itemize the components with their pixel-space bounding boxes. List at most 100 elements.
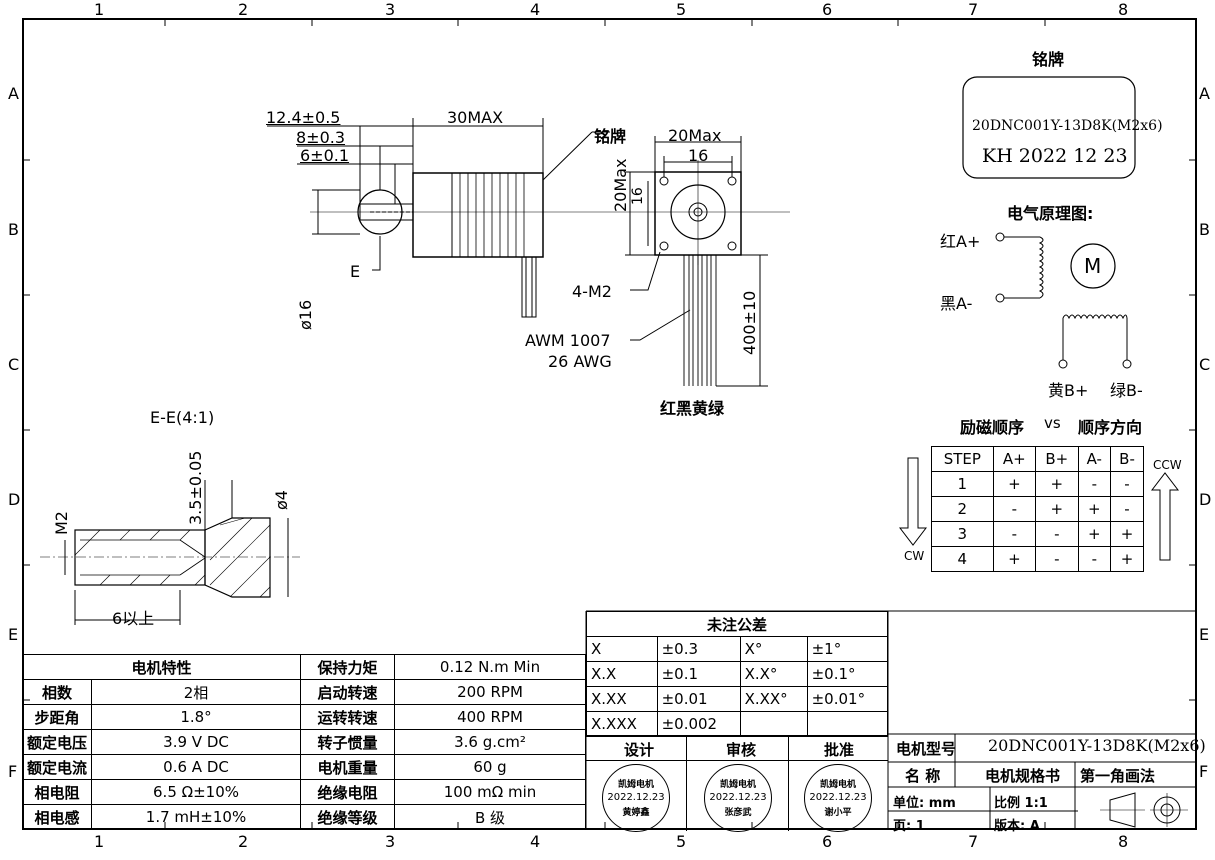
spec-key: 相电阻 <box>21 779 93 805</box>
terminal-a-minus: 黑A- <box>940 294 973 313</box>
terminal-a-plus: 红A+ <box>940 232 981 251</box>
sequence-cell: + <box>1110 546 1144 572</box>
tolerance-heading: 未注公差 <box>586 611 888 637</box>
page-label: 页: 1 <box>893 819 925 834</box>
spec-value: 1.7 mH±10% <box>91 804 302 830</box>
sequence-cell: + <box>1035 496 1079 522</box>
section-mark-e: E <box>350 262 361 281</box>
spec-value: 3.9 V DC <box>91 729 302 755</box>
dim-shaft-total: 12.4±0.5 <box>266 108 341 127</box>
terminal-b-plus: 黄B+ <box>1048 381 1089 400</box>
tolerance-cell <box>806 711 889 737</box>
sequence-cell: + <box>1077 521 1112 547</box>
spec-key: 转子惯量 <box>300 729 396 755</box>
sequence-heading-right: 顺序方向 <box>1078 418 1143 437</box>
zone-col-bottom-6: 6 <box>822 832 833 851</box>
name-value: 电机规格书 <box>985 767 1061 785</box>
spec-key: 额定电流 <box>21 754 93 780</box>
spec-key: 相电感 <box>21 804 93 830</box>
zone-row-left-E: E <box>8 625 19 644</box>
sequence-row: 3--++ <box>931 521 1144 547</box>
zone-col-top-8: 8 <box>1118 0 1129 19</box>
model-value: 20DNC001Y-13D8K(M2x6) <box>988 736 1206 755</box>
tolerance-cell: X.XXX <box>586 711 658 737</box>
spec-value: 3.6 g.cm² <box>394 729 586 755</box>
section-dim-6: 6以上 <box>112 609 155 628</box>
sequence-row: 1++-- <box>931 471 1144 497</box>
front-height-16: 16 <box>630 187 646 205</box>
sequence-cell: 1 <box>931 471 994 497</box>
sequence-cell: + <box>992 471 1037 497</box>
tolerance-cell: X <box>586 636 658 662</box>
diameter-16: ø16 <box>296 299 315 330</box>
sequence-cell: 3 <box>931 521 994 547</box>
screw-spec: 4-M2 <box>572 282 612 301</box>
approve-label: 批准 <box>824 741 855 759</box>
section-title: E-E(4:1) <box>150 408 215 427</box>
projection-label: 第一角画法 <box>1080 767 1156 785</box>
scale-label: 比例 1:1 <box>994 796 1048 811</box>
sequence-cell: + <box>1077 496 1112 522</box>
wire-colors: 红黑黄绿 <box>660 399 725 418</box>
tolerance-cell: X.XX <box>586 686 658 712</box>
dim-6: 6±0.1 <box>300 146 350 165</box>
sequence-cell: 4 <box>931 546 994 572</box>
sequence-cell: - <box>1110 471 1144 497</box>
sequence-heading-vs: vs <box>1044 414 1061 432</box>
zone-row-left-F: F <box>8 762 18 781</box>
sequence-cell: - <box>1035 546 1079 572</box>
sequence-cell: - <box>992 521 1037 547</box>
zone-col-top-4: 4 <box>530 0 541 19</box>
dim-body-length: 30MAX <box>447 108 504 127</box>
schematic-heading: 电气原理图: <box>1007 204 1094 223</box>
zone-row-right-A: A <box>1199 84 1210 103</box>
zone-row-left-C: C <box>8 355 20 374</box>
spec-key: 启动转速 <box>300 679 396 705</box>
spec-value: 1.8° <box>91 704 302 730</box>
section-m2: M2 <box>52 511 71 535</box>
tolerance-cell <box>739 711 808 737</box>
zone-row-left-B: B <box>8 220 19 239</box>
design-label: 设计 <box>624 741 655 759</box>
tolerance-cell: X.X° <box>739 661 808 687</box>
sequence-cell: + <box>1110 521 1144 547</box>
zone-row-right-C: C <box>1199 355 1211 374</box>
wire-spec-gauge: 26 AWG <box>548 352 612 371</box>
spec-key: 步距角 <box>21 704 93 730</box>
spec-value: 60 g <box>394 754 586 780</box>
tolerance-cell: ±0.3 <box>656 636 741 662</box>
section-dim-3-5: 3.5±0.05 <box>186 450 205 525</box>
tolerance-row: X.XXX±0.002 <box>586 711 889 737</box>
zone-row-right-F: F <box>1199 762 1209 781</box>
tolerance-cell: X° <box>739 636 808 662</box>
zone-row-right-D: D <box>1199 490 1212 509</box>
spec-key: 保持力矩 <box>300 654 396 680</box>
spec-value: 400 RPM <box>394 704 586 730</box>
motor-symbol-label: M <box>1084 254 1102 278</box>
sequence-cell: - <box>1077 546 1112 572</box>
name-label: 名 称 <box>905 767 941 785</box>
tolerance-cell: ±0.1° <box>806 661 889 687</box>
zone-col-top-6: 6 <box>822 0 833 19</box>
sequence-cell: 2 <box>931 496 994 522</box>
sequence-col-header: A+ <box>992 446 1037 472</box>
sequence-cell: + <box>1035 471 1079 497</box>
zone-col-top-1: 1 <box>94 0 105 19</box>
sequence-col-header: B- <box>1110 446 1144 472</box>
wire-spec-awm: AWM 1007 <box>525 331 611 350</box>
zone-col-top-3: 3 <box>385 0 396 19</box>
sequence-cell: - <box>1077 471 1112 497</box>
zone-row-right-B: B <box>1199 220 1210 239</box>
sequence-cell: - <box>992 496 1037 522</box>
cw-label: CW <box>904 549 925 563</box>
tolerance-cell: X.X <box>586 661 658 687</box>
terminal-b-minus: 绿B- <box>1110 381 1143 400</box>
